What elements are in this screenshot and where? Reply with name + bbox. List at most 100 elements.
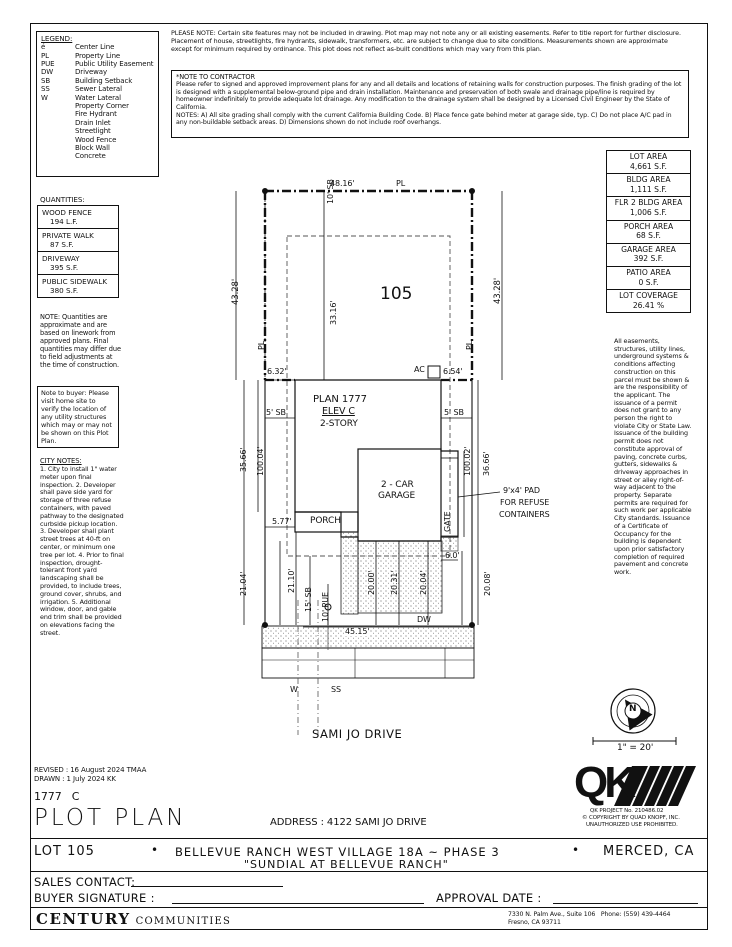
dim-front-garage-l: 20.00' [367, 570, 376, 595]
drawn-date: DRAWN : 1 July 2024 KK [34, 775, 116, 783]
side-pad [440, 536, 459, 552]
dim-rear-sb: 10' SB [326, 179, 335, 204]
area-value: 68 S.F. [636, 231, 661, 241]
title-bar-bottom [30, 871, 707, 872]
quantity-value: 87 S.F. [50, 240, 74, 249]
legend-label: Fire Hydrant [75, 110, 117, 119]
please-note: PLEASE NOTE: Certain site features may n… [171, 29, 681, 53]
legend-item: Concrete [41, 152, 154, 160]
dim-porch-side: 5.77' [272, 517, 292, 526]
legend-label: Concrete [75, 152, 106, 161]
quantity-value: 194 L.F. [50, 217, 78, 226]
legend-title: LEGEND: [41, 34, 73, 43]
scale-label: 1" = 20' [617, 743, 654, 753]
dim-right-sb: 5' SB [444, 408, 464, 417]
legend-key: SS [41, 85, 50, 94]
curb [261, 647, 475, 679]
sewer-label: SS [331, 685, 341, 694]
porch-label: PORCH [310, 516, 341, 526]
quantities-note: NOTE: Quantities are approximate and are… [40, 313, 121, 369]
ac-label: AC [414, 365, 425, 374]
contractor-notes: NOTES: A) All site grading shall comply … [176, 111, 672, 127]
pl-right: PL [465, 340, 474, 350]
pad-note-1: 9'x4' PAD [503, 486, 540, 495]
qk-copyright: © COPYRIGHT BY QUAD KNOPF, INC. [582, 815, 680, 821]
quantity-value: 380 S.F. [50, 286, 79, 295]
legend-label: Property Line [75, 51, 121, 60]
company-address-2: Fresno, CA 93711 [508, 919, 561, 926]
area-value: 0 S.F. [638, 277, 659, 287]
dim-front-garage-r: 20.04' [419, 570, 428, 595]
dim-left-sb: 5' SB [266, 408, 286, 417]
legend-item: Drain Inlet [41, 119, 154, 127]
area-label: LOT COVERAGE [619, 291, 678, 301]
sig-bottom [30, 907, 707, 908]
dim-pad-width: 6.0' [445, 551, 460, 560]
plan-name: PLAN 1777 [313, 394, 367, 405]
city-notes-body: 1. City to install 1" water meter upon f… [40, 465, 124, 637]
pl-top: PL [396, 179, 406, 188]
legend-label: Property Corner [75, 101, 129, 110]
area-label: GARAGE AREA [621, 244, 676, 254]
legend-label: Building Setback [75, 76, 133, 85]
area-label: LOT AREA [629, 152, 668, 161]
buyer-signature-line[interactable] [172, 903, 424, 904]
legend-label: Driveway [75, 68, 108, 77]
company-communities: COMMUNITIES [135, 916, 232, 927]
quantities-title: QUANTITIES: [40, 195, 85, 204]
legend-key: SB [41, 76, 51, 85]
legend-item: SB Building Setback [41, 77, 154, 85]
pl-left: PL [257, 340, 266, 350]
plan-elevation: ELEV C [322, 406, 355, 417]
dim-left-depth: 43.28' [231, 278, 241, 305]
qk-logo: QK [574, 758, 636, 807]
title-subtitle: "SUNDIAL AT BELLEVUE RANCH" [244, 858, 449, 871]
plot-plan-title: PLOT PLAN [34, 805, 187, 831]
legend-item: Wood Fence [41, 136, 154, 144]
legend-item: Streetlight [41, 127, 154, 135]
water-label: W [290, 685, 298, 694]
area-label: FLR 2 BLDG AREA [614, 198, 683, 208]
garage-label-2: GARAGE [378, 491, 416, 501]
dim-front-sb: 15' SB [304, 587, 313, 612]
title-bullet-1: • [151, 843, 159, 857]
plan-stories: 2-STORY [320, 419, 358, 429]
legend-key: PUE [41, 59, 55, 68]
legend-item: SS Sewer Lateral [41, 85, 154, 93]
area-value: 1,111 S.F. [630, 184, 667, 194]
ac-pad [427, 365, 441, 379]
qk-project: QK PROJECT No. 210486.02 [590, 808, 664, 814]
approval-date-label: APPROVAL DATE : [436, 891, 542, 905]
legend-label: Drain Inlet [75, 118, 111, 127]
title-city: MERCED, CA [603, 844, 695, 859]
company-address-1: 7330 N. Palm Ave., Suite 106 Phone: (559… [508, 911, 671, 918]
legend-label: Public Utility Easement [75, 59, 154, 68]
approval-date-line[interactable] [553, 903, 698, 904]
right-legal-note: All easements, structures, utility lines… [614, 337, 692, 577]
contractor-body: Please refer to signed and approved impr… [176, 81, 682, 111]
dim-front-garage-m: 20.31' [390, 570, 399, 595]
qk-unauthorized: UNAUTHORIZED USE PROHIBITED. [586, 822, 678, 828]
sales-contact-label: SALES CONTACT: [34, 875, 136, 889]
sales-contact-line[interactable] [131, 886, 283, 887]
pad-note-3: CONTAINERS [499, 510, 550, 519]
area-label: BLDG AREA [626, 175, 671, 185]
legend-label: Sewer Lateral [75, 85, 122, 94]
dim-right-house: 100.02' [463, 446, 472, 477]
walkway [340, 531, 359, 615]
legend-label: Center Line [75, 43, 115, 52]
setback-line [286, 235, 451, 557]
legend-label: Water Lateral [75, 93, 121, 102]
